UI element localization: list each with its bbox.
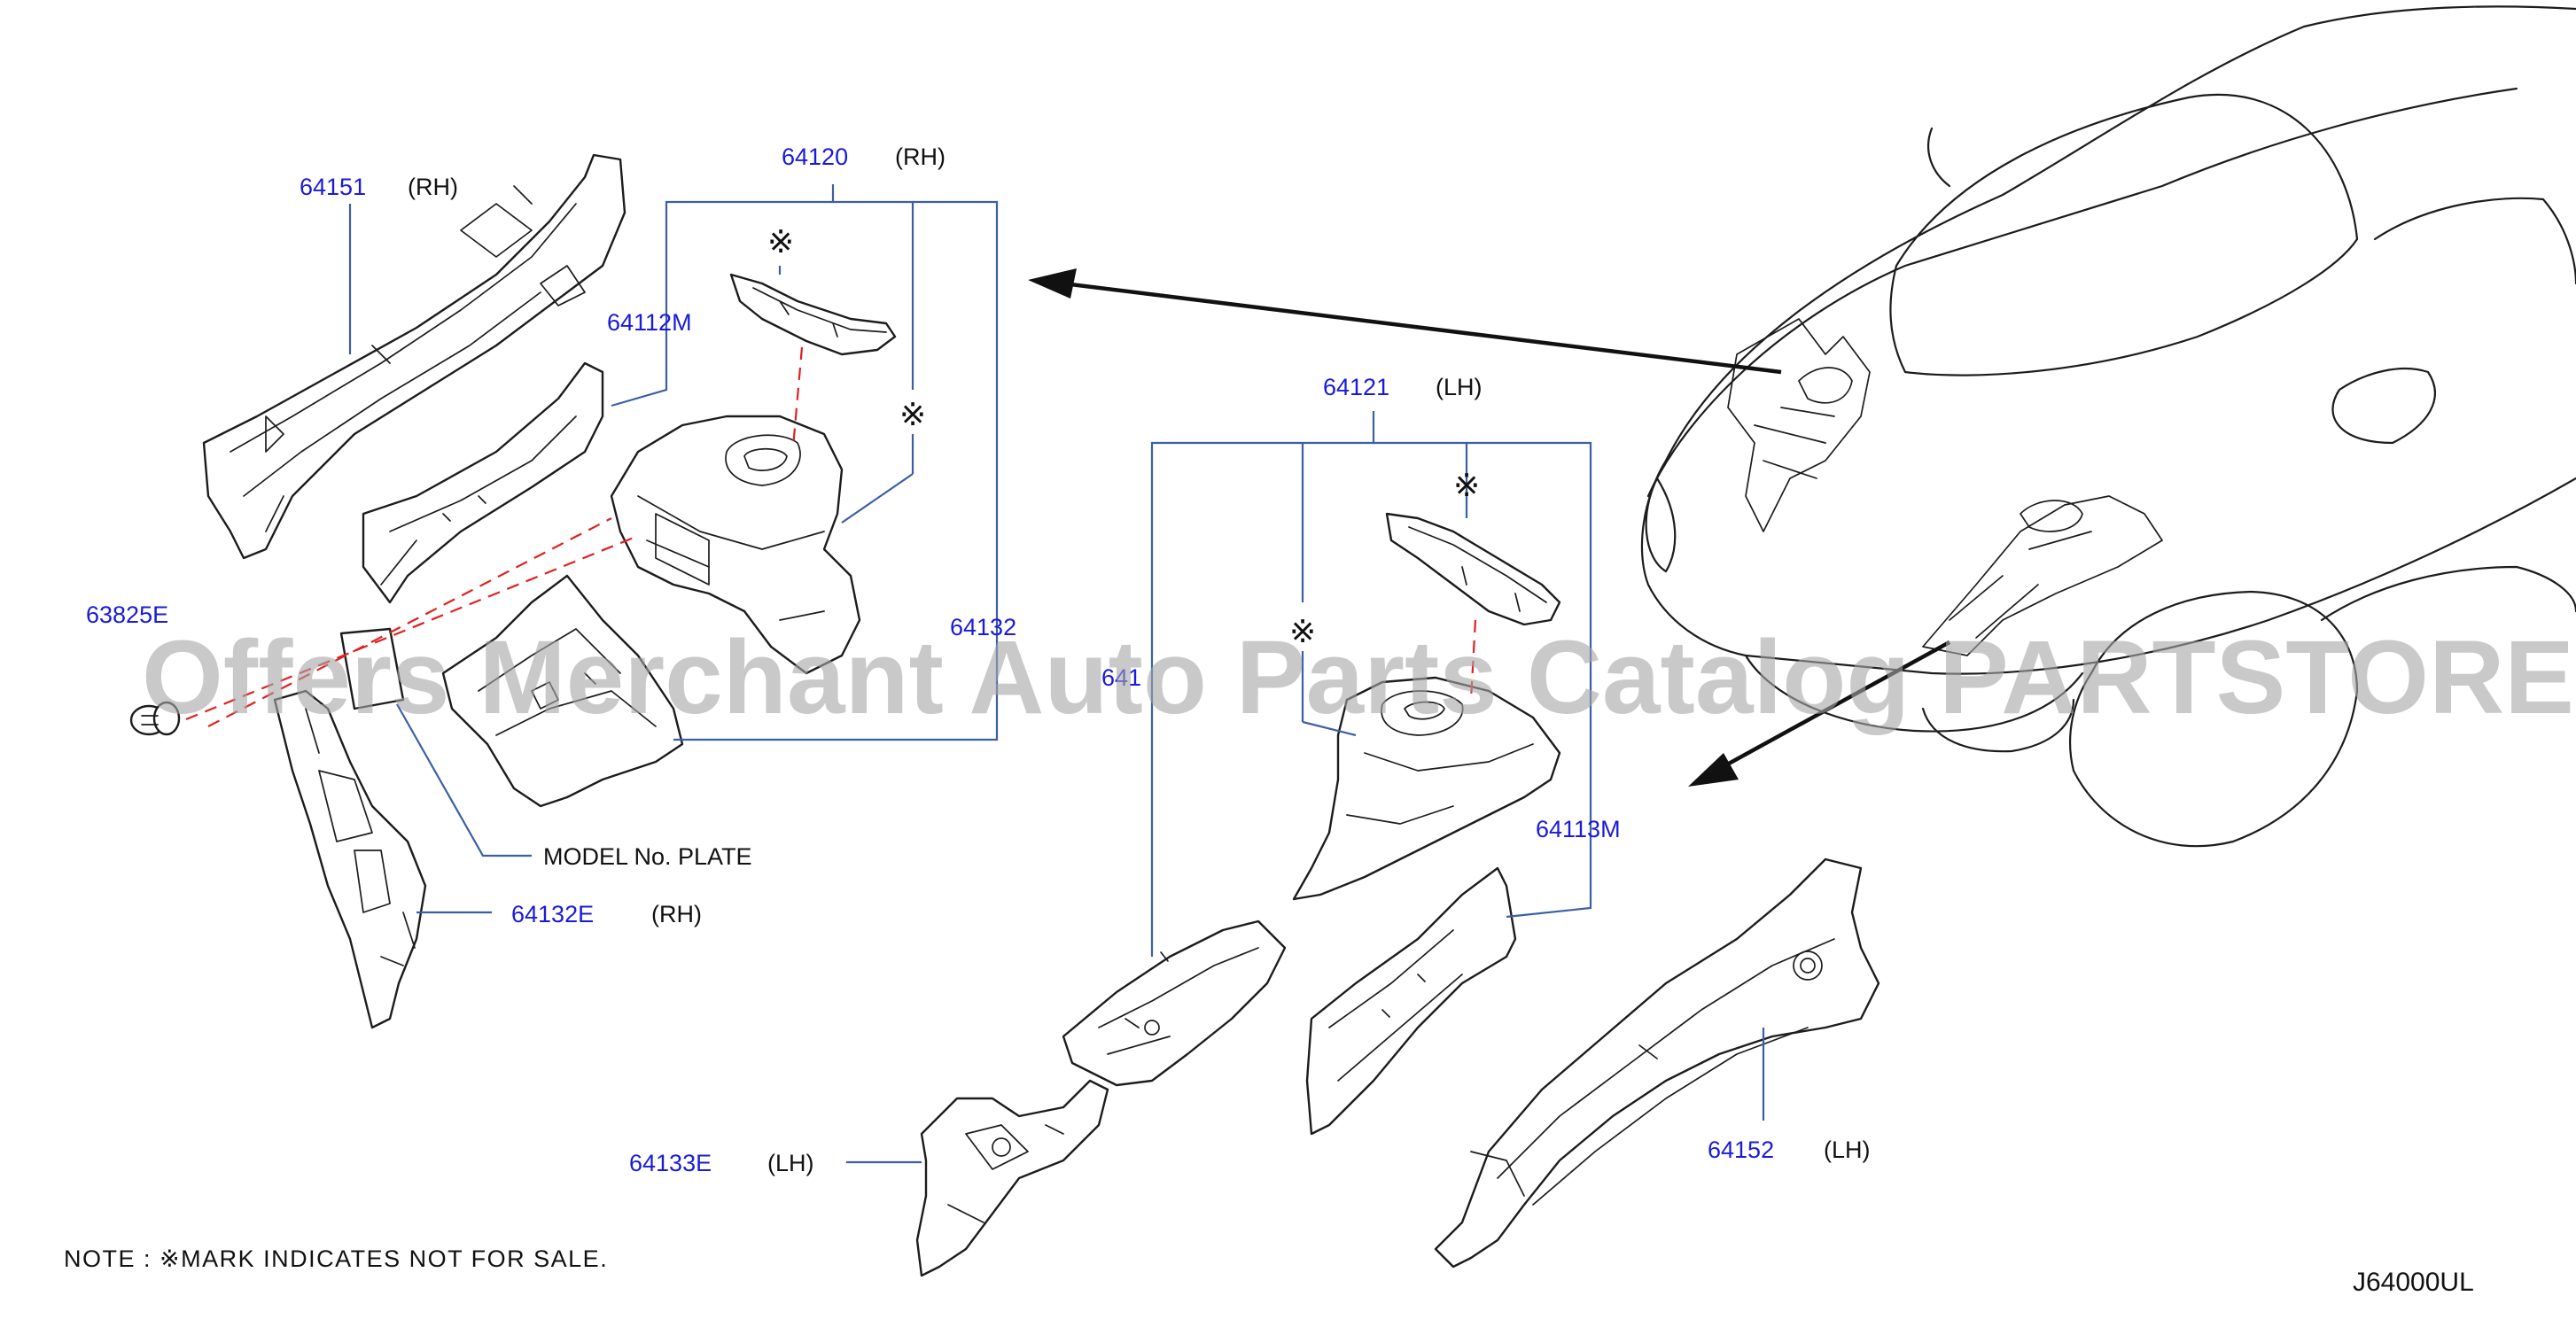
car-inner-apron-lh: [1922, 495, 2163, 656]
label-63825e[interactable]: 63825E: [86, 601, 168, 628]
part-lower-bracket-rh[interactable]: [441, 574, 684, 808]
guide-rh-bracket: [791, 346, 804, 448]
arrow-head-lh: [1688, 753, 1739, 787]
not-for-sale-marks: ※ ※ ※ ※: [767, 224, 1480, 650]
part-64151-upper-member-rh[interactable]: [202, 153, 626, 560]
car-bumper: [1744, 654, 2084, 733]
label-64152[interactable]: 64152: [1708, 1137, 1774, 1163]
car-wheel-arch: [2320, 565, 2576, 622]
label-64133e[interactable]: 64133E: [629, 1150, 712, 1176]
car-mirror: [2331, 367, 2436, 445]
arrow-to-lh-group: [1717, 640, 1951, 771]
location-arrows: [1028, 268, 1951, 787]
part-labels: 64151 (RH) 64120 (RH) 64112M 63825E 6413…: [86, 144, 1871, 1176]
leader-lines: [348, 184, 1765, 1164]
label-64112m[interactable]: 64112M: [607, 309, 692, 336]
car-headlight: [1645, 477, 1677, 573]
part-64121-bracket-lh[interactable]: [1385, 512, 1561, 626]
label-64132e-side: (RH): [651, 901, 702, 927]
arrow-to-rh-group: [1062, 281, 1782, 375]
label-64151-side: (RH): [408, 174, 458, 200]
car-outline: [1640, 5, 2576, 848]
part-64132e-extension-rh[interactable]: [273, 689, 427, 1029]
car-roofline: [1664, 5, 2576, 462]
part-64152-upper-member-lh[interactable]: [1434, 857, 1880, 1269]
label-64151[interactable]: 64151: [300, 174, 366, 200]
guide-lh-bracket: [1469, 619, 1477, 701]
label-64113m[interactable]: 64113M: [1536, 816, 1621, 842]
part-lower-bracket-lh[interactable]: [1062, 919, 1287, 1087]
car-inner-apron-rh: [1727, 318, 1871, 532]
arrow-head-rh: [1028, 268, 1077, 299]
car-hood-front: [1640, 459, 2576, 675]
car-roof-detail: [1927, 127, 1951, 188]
not-for-sale-note: NOTE : ※MARK INDICATES NOT FOR SALE.: [64, 1245, 608, 1272]
car-windshield: [1889, 93, 2359, 376]
label-model-no-plate: MODEL No. PLATE: [543, 843, 752, 870]
guide-rh-clip-2: [207, 517, 612, 727]
part-strut-housing-lh[interactable]: [1292, 676, 1561, 901]
car-apron-ribs: [1754, 407, 1835, 479]
not-for-sale-mark-lh-housing: ※: [1289, 614, 1316, 650]
not-for-sale-mark-64121: ※: [1453, 468, 1480, 504]
label-64133e-side: (LH): [767, 1150, 814, 1176]
watermark: Offers Merchant Auto Parts Catalog PARTS…: [142, 619, 2576, 736]
car-fog-lamp: [1921, 698, 2075, 753]
car-front-wheel: [2068, 590, 2359, 848]
label-64120[interactable]: 64120: [782, 144, 848, 170]
part-64112m-dash-side-rh[interactable]: [362, 361, 604, 604]
car-side-window: [2373, 197, 2576, 285]
label-641-partial[interactable]: 641: [1101, 664, 1141, 691]
part-64113m-dash-side-lh[interactable]: [1305, 866, 1517, 1136]
guide-lines: [185, 346, 1477, 727]
diagram-code: J64000UL: [2353, 1268, 2474, 1297]
car-strut-tower-lh: [2020, 500, 2083, 532]
label-64132e[interactable]: 64132E: [511, 901, 594, 927]
car-apron-lh-ribs: [1949, 531, 2092, 639]
label-64121[interactable]: 64121: [1323, 374, 1389, 400]
not-for-sale-mark-64132: ※: [899, 397, 926, 433]
part-64132-strut-housing-rh[interactable]: [610, 415, 861, 675]
part-63825e-clip[interactable]: [129, 701, 181, 736]
label-64152-side: (LH): [1824, 1137, 1871, 1163]
label-64120-side: (RH): [895, 144, 946, 170]
car-strut-tower-rh: [1798, 367, 1853, 404]
not-for-sale-mark-64120: ※: [767, 224, 794, 260]
car-cowl-line: [1646, 87, 2518, 498]
part-64120-bracket-rh[interactable]: [729, 273, 897, 356]
part-64133e-extension-lh[interactable]: [915, 1079, 1109, 1277]
label-64121-side: (LH): [1436, 374, 1483, 400]
label-64132[interactable]: 64132: [950, 614, 1016, 640]
